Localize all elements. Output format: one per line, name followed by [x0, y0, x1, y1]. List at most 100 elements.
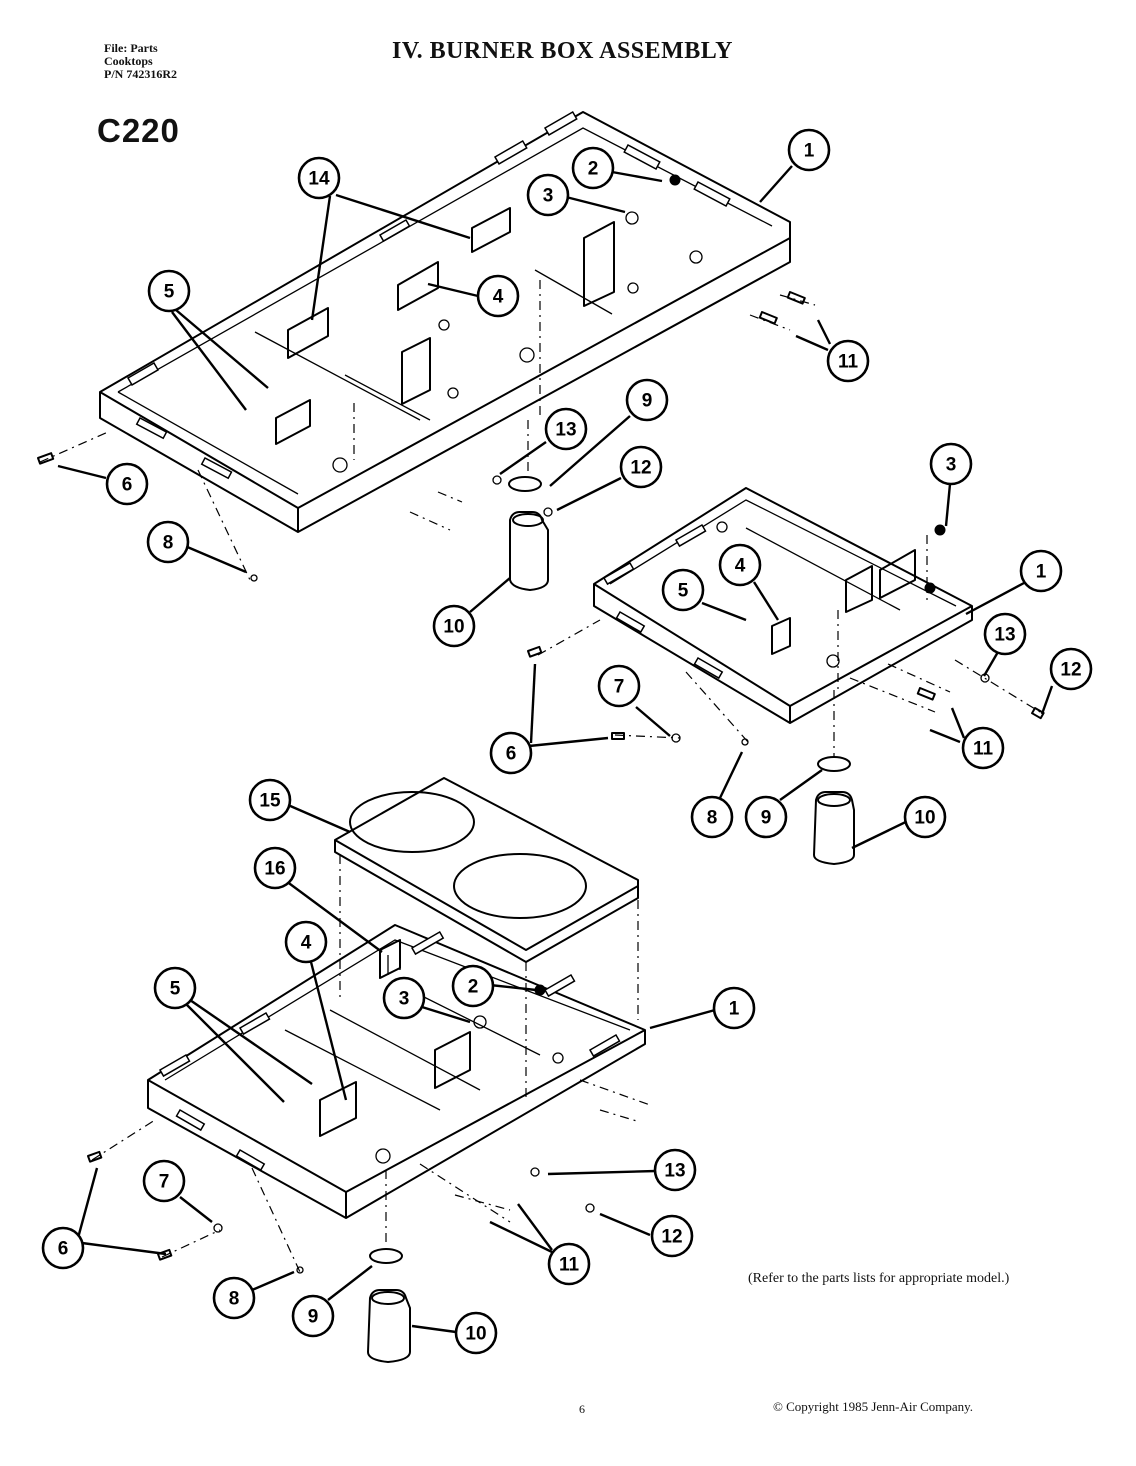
callout-circle: [297, 156, 341, 200]
callout-middle-burner-box-6: 6: [489, 731, 533, 775]
callout-middle-burner-box-7: 7: [597, 664, 641, 708]
upper-burner-box: [37, 110, 816, 591]
callout-lower-burner-box-3: 3: [382, 976, 426, 1020]
callout-lower-burner-box-7: 7: [142, 1159, 186, 1203]
callout-upper-burner-box-8: 8: [146, 520, 190, 564]
page-number: 6: [579, 1402, 585, 1416]
file-line: P/N 742316R2: [104, 67, 177, 81]
callout-lower-burner-box-1: 1: [712, 986, 756, 1030]
callout-number: 12: [630, 458, 651, 479]
drip-jar: [367, 1170, 411, 1363]
callout-circle: [451, 964, 495, 1008]
callout-circle: [105, 462, 149, 506]
callout-middle-burner-box-9: 9: [744, 795, 788, 839]
callout-circle: [983, 612, 1027, 656]
callout-circle: [571, 146, 615, 190]
callout-circle: [690, 795, 734, 839]
callout-lower-burner-box-4: 4: [284, 920, 328, 964]
callout-number: 10: [914, 808, 935, 829]
callout-circle: [526, 173, 570, 217]
callout-middle-burner-box-5: 5: [661, 568, 705, 612]
callout-number: 7: [159, 1172, 170, 1193]
callout-circle: [253, 846, 297, 890]
callout-lower-burner-box-11: 11: [547, 1242, 591, 1286]
screw-hardware: [86, 1079, 651, 1274]
callout-number: 9: [642, 391, 653, 412]
callout-upper-burner-box-6: 6: [105, 462, 149, 506]
drip-jar: [492, 420, 553, 591]
copyright-notice: © Copyright 1985 Jenn-Air Company.: [773, 1399, 974, 1414]
callout-number: 2: [468, 977, 479, 998]
callout-circle: [291, 1294, 335, 1338]
top-plate: [334, 777, 639, 1100]
callout-upper-burner-box-4: 4: [476, 274, 520, 318]
callout-circle: [153, 966, 197, 1010]
leader-lines: [57, 165, 1054, 1334]
vent-slots: [158, 930, 621, 1172]
callout-number: 12: [1060, 660, 1081, 681]
callout-number: 8: [707, 808, 718, 829]
callout-number: 11: [838, 352, 859, 373]
callout-circle: [929, 442, 973, 486]
screw-hardware: [37, 291, 816, 582]
callout-circle: [547, 1242, 591, 1286]
callout-upper-burner-box-11: 11: [826, 339, 870, 383]
callout-number: 15: [259, 791, 281, 812]
file-line: Cooktops: [104, 54, 153, 68]
callout-upper-burner-box-12: 12: [619, 445, 663, 489]
callout-lower-burner-box-16: 16: [253, 846, 297, 890]
callout-middle-burner-box-4: 4: [718, 543, 762, 587]
callout-lower-burner-box-8: 8: [212, 1276, 256, 1320]
callout-number: 4: [735, 556, 746, 577]
callout-upper-burner-box-1: 1: [787, 128, 831, 172]
callout-number: 3: [399, 989, 410, 1010]
callout-upper-burner-box-10: 10: [432, 604, 476, 648]
callout-number: 6: [122, 475, 133, 496]
callout-middle-burner-box-8: 8: [690, 795, 734, 839]
lower-burner-box: [86, 777, 651, 1363]
callout-lower-burner-box-6: 6: [41, 1226, 85, 1270]
callout-number: 4: [493, 287, 504, 308]
callout-circle: [382, 976, 426, 1020]
callout-lower-burner-box-5: 5: [153, 966, 197, 1010]
file-info: File: Parts Cooktops P/N 742316R2: [104, 42, 177, 81]
callout-upper-burner-box-14: 14: [297, 156, 341, 200]
callout-middle-burner-box-13: 13: [983, 612, 1027, 656]
callout-circle: [212, 1276, 256, 1320]
callout-number: 13: [664, 1161, 685, 1182]
callout-number: 7: [614, 677, 625, 698]
page-title: IV. BURNER BOX ASSEMBLY: [392, 38, 733, 64]
callout-upper-burner-box-13: 13: [544, 407, 588, 451]
callout-circle: [961, 726, 1005, 770]
burner-brackets: [254, 207, 615, 445]
callout-circle: [718, 543, 762, 587]
callout-number: 13: [994, 625, 1015, 646]
callout-number: 3: [543, 186, 554, 207]
callout-circle: [476, 274, 520, 318]
callout-number: 14: [308, 169, 330, 190]
callout-circle: [544, 407, 588, 451]
callout-number: 11: [559, 1255, 580, 1276]
callout-number: 12: [661, 1227, 682, 1248]
callout-circle: [625, 378, 669, 422]
callout-number: 11: [973, 739, 994, 760]
callout-number: 16: [264, 859, 285, 880]
callout-upper-burner-box-3: 3: [526, 173, 570, 217]
callout-circle: [597, 664, 641, 708]
callout-circle: [432, 604, 476, 648]
callout-middle-burner-box-3: 3: [929, 442, 973, 486]
callout-number: 8: [229, 1289, 240, 1310]
callout-circle: [284, 920, 328, 964]
callout-circle: [147, 269, 191, 313]
drip-jar: [813, 690, 855, 865]
callout-circle: [787, 128, 831, 172]
callout-upper-burner-box-5: 5: [147, 269, 191, 313]
callout-circle: [146, 520, 190, 564]
callout-lower-burner-box-9: 9: [291, 1294, 335, 1338]
callout-number: 1: [1036, 562, 1047, 583]
callout-number: 9: [308, 1307, 319, 1328]
callout-number: 5: [678, 581, 689, 602]
callout-circle: [454, 1311, 498, 1355]
callout-number: 4: [301, 933, 312, 954]
